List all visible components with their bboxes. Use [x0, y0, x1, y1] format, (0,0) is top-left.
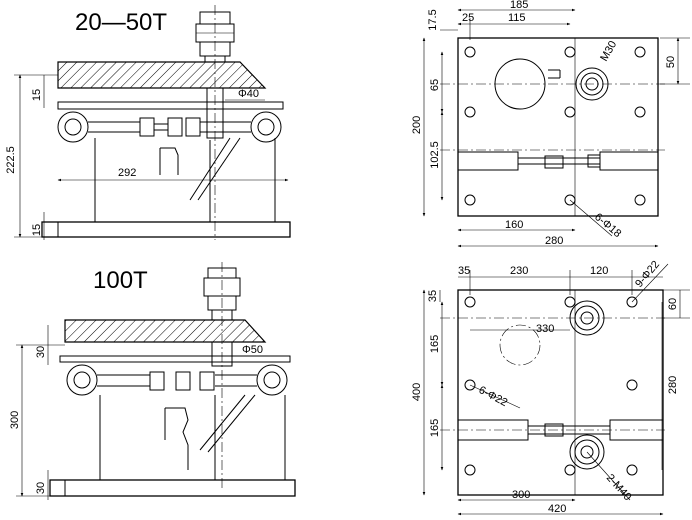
dim-rod-dia-50: Φ50 — [234, 344, 270, 357]
dim-300-bottom: 300 — [457, 489, 576, 502]
dim-102-5: 102.5 — [429, 111, 444, 201]
svg-text:300: 300 — [512, 489, 530, 501]
dim-60: 60 — [662, 289, 690, 319]
turnbuckle-plan — [457, 419, 664, 441]
nut — [185, 117, 201, 137]
dim-25-115: 25 115 — [457, 12, 571, 40]
m40-nut-bottom — [569, 434, 605, 470]
center-hole — [499, 324, 541, 366]
svg-text:400: 400 — [411, 383, 423, 401]
top-nut-assembly — [203, 262, 241, 490]
dim-400: 400 — [411, 289, 426, 496]
dim-165-lower: 165 — [429, 384, 444, 471]
svg-text:2-M40: 2-M40 — [604, 472, 634, 503]
dim-185: 185 — [457, 0, 576, 12]
dim-420: 420 — [457, 503, 664, 516]
svg-text:420: 420 — [548, 503, 566, 515]
svg-text:30: 30 — [35, 482, 47, 494]
right-eye-bolt — [200, 111, 282, 143]
svg-text:60: 60 — [667, 298, 679, 310]
svg-text:280: 280 — [545, 235, 563, 247]
holes-6-22-callout: 6-Φ22 — [469, 384, 521, 409]
svg-text:6-Φ22: 6-Φ22 — [477, 384, 510, 409]
nut — [139, 117, 155, 137]
dim-300: 300 — [9, 344, 65, 497]
middle-plate — [57, 101, 284, 110]
dim-160: 160 — [457, 219, 576, 232]
svg-text:M30: M30 — [598, 39, 619, 64]
svg-text:115: 115 — [508, 12, 526, 24]
svg-text:300: 300 — [9, 411, 21, 429]
top-plate — [64, 319, 267, 343]
top-plate — [57, 61, 267, 89]
bolt-holes — [464, 296, 638, 476]
svg-text:Φ40: Φ40 — [238, 88, 259, 100]
dim-rod-dia-40: Φ40 — [225, 88, 265, 101]
svg-text:65: 65 — [429, 79, 441, 91]
dim-65: 65 — [429, 51, 444, 113]
svg-text:230: 230 — [510, 265, 528, 277]
dim-200: 200 — [411, 37, 426, 217]
svg-text:330: 330 — [536, 323, 554, 335]
dim-15-base: 15 — [31, 212, 45, 240]
nut — [175, 371, 191, 391]
dim-30-base: 30 — [35, 470, 49, 500]
title-100t: 100T — [93, 267, 148, 294]
dim-35-right: 35 — [427, 290, 441, 302]
nut — [149, 371, 165, 391]
svg-text:165: 165 — [429, 419, 441, 437]
base-plate — [49, 479, 296, 497]
plan-outline — [457, 289, 664, 496]
svg-text:185: 185 — [510, 0, 528, 11]
dim-280-right: 280 — [661, 302, 679, 470]
svg-text:292: 292 — [118, 167, 136, 179]
turnbuckle-plan — [457, 151, 659, 171]
title-20-50t: 20—50T — [75, 9, 167, 36]
dim-35-230-120: 35 230 120 — [458, 265, 663, 295]
dim-280: 280 — [457, 235, 659, 248]
svg-text:222.5: 222.5 — [5, 146, 17, 174]
dim-30-top: 30 — [35, 325, 49, 365]
dim-222-5: 222.5 — [5, 74, 58, 238]
dim-15-top: 15 — [31, 75, 45, 108]
dim-330: 330 — [470, 323, 570, 335]
svg-text:15: 15 — [31, 89, 43, 101]
side-view-20-50t: 20—50T — [5, 5, 291, 240]
holes-6-18-callout: 6-Φ18 — [569, 199, 623, 240]
left-eye-bolt — [66, 364, 150, 396]
base-plate — [41, 221, 291, 238]
side-view-100t: 100T — [9, 262, 296, 500]
dim-165-upper: 165 — [429, 301, 444, 386]
svg-text:Φ50: Φ50 — [242, 344, 263, 356]
plan-outline — [457, 37, 659, 217]
svg-text:30: 30 — [35, 346, 47, 358]
right-eye-bolt — [215, 364, 288, 396]
svg-text:160: 160 — [505, 219, 523, 231]
plan-view-top: M30 185 17.5 25 115 200 — [411, 0, 690, 248]
svg-text:200: 200 — [411, 116, 423, 134]
rod — [206, 87, 224, 139]
svg-text:102.5: 102.5 — [429, 141, 441, 169]
svg-text:15: 15 — [31, 224, 43, 236]
svg-text:120: 120 — [590, 265, 608, 277]
svg-text:280: 280 — [667, 376, 679, 394]
svg-text:35: 35 — [458, 265, 470, 277]
dim-17-5: 17.5 — [427, 9, 458, 31]
svg-text:17.5: 17.5 — [427, 9, 439, 30]
middle-plate — [59, 355, 291, 363]
svg-text:50: 50 — [665, 56, 677, 68]
dim-50: 50 — [660, 37, 690, 85]
nut — [167, 117, 183, 137]
svg-text:35: 35 — [427, 290, 439, 302]
svg-text:165: 165 — [429, 335, 441, 353]
svg-text:25: 25 — [462, 12, 474, 24]
bolt-holes — [464, 46, 646, 206]
plan-view-bottom: 35 230 120 9-Φ22 35 60 330 400 165 — [411, 259, 690, 516]
nut — [199, 371, 215, 391]
left-eye-bolt — [57, 111, 140, 143]
dim-292: 292 — [57, 167, 289, 182]
